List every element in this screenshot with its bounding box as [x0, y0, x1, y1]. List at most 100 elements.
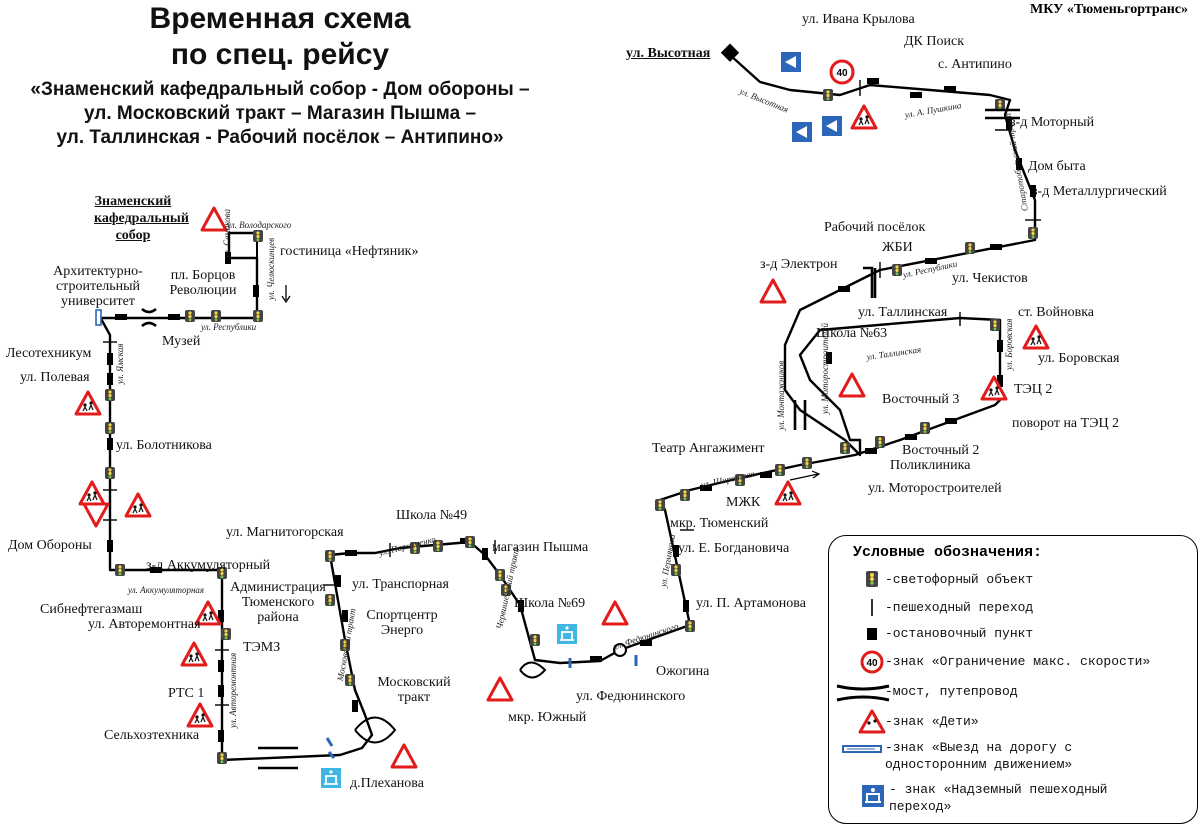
map-legend: Условные обозначения: -светофорный объек…	[828, 535, 1198, 824]
children-sign-icon	[850, 104, 878, 130]
bus-stop	[345, 550, 357, 556]
stop-label-plekhanova: д.Плеханова	[350, 776, 424, 791]
bus-stop	[990, 244, 1002, 250]
traffic-light-icon	[253, 310, 263, 322]
stop-label-admin: Администрация Тюменского района	[230, 580, 326, 625]
road-label: ул. Авторемонтная	[228, 652, 238, 728]
stop-label-voinovka: ст. Войновка	[1018, 305, 1095, 320]
stop-label-school69: Школа №69	[514, 596, 586, 611]
stop-label-temz: ТЭМЗ	[243, 640, 281, 655]
children-sign-icon	[74, 390, 102, 416]
bus-stop	[218, 610, 224, 622]
traffic-light-icon	[866, 571, 878, 587]
stop-label-univ: Архитектурно- строительный университет	[53, 264, 143, 309]
stop-label-akkum: з-д Аккумуляторный	[146, 558, 271, 573]
stop-label-school49: Школа №49	[396, 508, 468, 523]
bus-stop	[107, 373, 113, 385]
bridge-icon	[836, 684, 890, 702]
traffic-light-icon	[685, 620, 695, 632]
stop-label-polevaya: ул. Полевая	[20, 370, 90, 385]
road-label: ул. Боровская	[1004, 318, 1014, 370]
road-label: ул. Моторостроителей	[820, 323, 830, 414]
road-label: ул. Семакова	[222, 209, 232, 258]
bus-stop	[107, 353, 113, 365]
speed-limit-icon: 40	[860, 650, 884, 674]
map-subtitle: по спец. рейсу	[170, 38, 390, 71]
stop-label-start: Знаменский кафедральный собор	[94, 194, 189, 243]
traffic-light-icon	[775, 464, 785, 476]
stop-label-mzhk: МЖК	[726, 495, 761, 510]
bus-stop	[518, 600, 524, 612]
stop-label-yuzhny: мкр. Южный	[508, 710, 587, 725]
traffic-light-icon	[671, 564, 681, 576]
stop-label-magnit: ул. Магнитогорская	[226, 525, 344, 540]
bus-stop	[342, 610, 348, 622]
road-label: ул. Ямская	[115, 343, 125, 385]
bridges	[141, 108, 1020, 770]
bus-stop	[997, 340, 1003, 352]
bus-stop	[218, 685, 224, 697]
map-title: Временная схема	[149, 2, 411, 35]
traffic-light-icon	[105, 389, 115, 401]
stop-label-avtoremont: ул. Авторемонтная	[88, 617, 201, 632]
stop-label-chekistov: ул. Чекистов	[952, 271, 1028, 286]
route-description: «Знаменский кафедральный собор - Дом обо…	[30, 79, 530, 148]
stop-label-bolotnikova: ул. Болотникова	[116, 438, 212, 453]
bus-stop	[335, 575, 341, 587]
children-sign-icon	[774, 480, 802, 506]
stop-label-fedyuninsky: ул. Федюнинского	[576, 689, 686, 704]
stop-label-zhbi: ЖБИ	[882, 240, 913, 255]
organization-name: МКУ «Тюменьгортранс»	[1030, 2, 1188, 17]
bus-stop	[760, 472, 772, 478]
roundabout	[613, 643, 627, 657]
warning-sign-icon	[759, 278, 787, 304]
bus-stop	[482, 548, 488, 560]
stop-label-rab-pos: Рабочий посёлок	[824, 220, 926, 235]
stop-label-motor-st: ул. Моторостроителей	[868, 481, 1002, 496]
bus-stop	[826, 352, 832, 364]
bus-stop	[107, 438, 113, 450]
bus-stop	[905, 434, 917, 440]
overpass-crossing-icon	[862, 785, 884, 807]
stop-label-sibneft: Сибнефтегазмаш	[40, 602, 143, 617]
overpass-crossing-marker	[325, 737, 336, 759]
traffic-light-icon	[217, 752, 227, 764]
one-way-sign-icon	[792, 122, 812, 142]
stop-label-metall: з-д Металлургический	[1032, 184, 1167, 199]
stop-label-transport: ул. Транспорная	[352, 577, 449, 592]
traffic-light-icon	[823, 89, 833, 101]
stop-label-krylova: ул. Ивана Крылова	[802, 12, 915, 27]
stop-label-moskovsky: Московский тракт	[377, 675, 451, 705]
one-way-exit-icon	[842, 745, 882, 753]
overpass-crossing-icon	[556, 623, 578, 645]
road-label: ул. Аккумуляторная	[128, 585, 205, 595]
traffic-light-icon	[115, 564, 125, 576]
bus-stop-icon	[867, 628, 877, 640]
traffic-light-icon	[185, 310, 195, 322]
stop-label-dom-byta: Дом быта	[1028, 159, 1086, 174]
stop-label-vost3: Восточный 3	[882, 392, 960, 407]
stop-label-defense: Дом Обороны	[8, 538, 92, 553]
traffic-light-icon	[211, 310, 221, 322]
bus-stop	[997, 375, 1003, 387]
one-way-exit-icon	[95, 309, 102, 326]
bus-stop	[925, 258, 937, 264]
stop-label-artamonova: ул. П. Артамонова	[696, 596, 806, 611]
stop-label-school63: Школа №63	[816, 326, 888, 341]
traffic-light-icon	[802, 457, 812, 469]
bus-stop	[225, 252, 231, 264]
bus-stop	[150, 567, 162, 573]
stop-label-borovskaya: ул. Боровская	[1038, 351, 1120, 366]
stop-label-motorny: з-д Моторный	[1010, 115, 1095, 130]
warning-sign-icon	[838, 372, 866, 398]
bus-stop	[865, 448, 877, 454]
warning-sign-icon	[601, 600, 629, 626]
road-label: ул. Челюскинцев	[266, 237, 276, 300]
stop-label-bogdanovicha: ул. Е. Богдановича	[678, 541, 790, 556]
bus-stop	[352, 700, 358, 712]
bus-stop	[910, 92, 922, 98]
stop-label-museum: Музей	[162, 334, 201, 349]
crosswalks	[103, 80, 1041, 706]
traffic-light-icon	[345, 674, 355, 686]
children-sign-icon	[1022, 324, 1050, 350]
